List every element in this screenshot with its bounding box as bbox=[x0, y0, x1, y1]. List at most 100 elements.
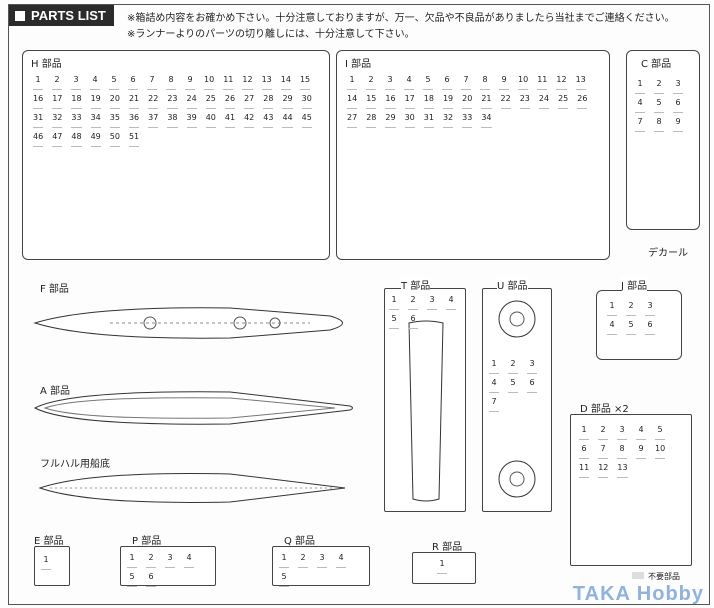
runner-t-label: T 部品 bbox=[401, 277, 431, 292]
part-number: 21 bbox=[128, 94, 140, 109]
part-number: 26 bbox=[577, 94, 588, 109]
part-number: 10 bbox=[204, 75, 215, 90]
part-number: 32 bbox=[52, 113, 63, 128]
part-number: 1 bbox=[41, 555, 51, 570]
part-number: 3 bbox=[71, 75, 81, 90]
part-number: 13 bbox=[261, 75, 272, 90]
runner-d-label: D 部品 ×2 bbox=[580, 404, 629, 415]
part-number: 22 bbox=[148, 94, 159, 109]
unused-parts-legend: 不要部品 bbox=[632, 571, 680, 582]
part-number: 7 bbox=[489, 397, 499, 412]
part-number: 3 bbox=[317, 553, 327, 568]
part-number: 44 bbox=[282, 113, 293, 128]
part-number: 8 bbox=[166, 75, 176, 90]
part-number: 1 bbox=[33, 75, 43, 90]
part-number: 6 bbox=[673, 98, 683, 113]
part-number: 4 bbox=[336, 553, 346, 568]
part-number: 2 bbox=[626, 301, 636, 316]
part-number: 39 bbox=[186, 113, 197, 128]
part-number: 17 bbox=[404, 94, 415, 109]
part-number: 7 bbox=[635, 117, 645, 132]
part-number: 45 bbox=[301, 113, 312, 128]
part-number: 1 bbox=[635, 79, 645, 94]
part-number: 10 bbox=[518, 75, 529, 90]
part-number: 3 bbox=[385, 75, 395, 90]
watermark: TAKA Hobby bbox=[572, 583, 704, 605]
runner-f-label: F 部品 bbox=[40, 284, 69, 295]
part-number: 12 bbox=[598, 463, 609, 478]
runner-e-label: E 部品 bbox=[34, 536, 64, 547]
runner-u-label: U 部品 bbox=[497, 277, 528, 292]
part-number: 4 bbox=[446, 295, 456, 310]
part-number: 37 bbox=[148, 113, 159, 128]
decal-label: デカール bbox=[648, 248, 688, 259]
note-2: ※ランナーよりのパーツの切り離しには、十分注意して下さい。 bbox=[127, 29, 415, 40]
part-number: 11 bbox=[223, 75, 234, 90]
runner-r-label: R 部品 bbox=[432, 542, 463, 553]
part-number: 4 bbox=[489, 378, 499, 393]
runner-q-label: Q 部品 bbox=[284, 536, 316, 547]
part-number: 18 bbox=[423, 94, 434, 109]
part-number: 40 bbox=[205, 113, 216, 128]
part-number: 6 bbox=[645, 320, 655, 335]
runner-r: 1 bbox=[412, 552, 476, 584]
part-number: 9 bbox=[499, 75, 509, 90]
part-number: 2 bbox=[654, 79, 664, 94]
part-number: 17 bbox=[52, 94, 63, 109]
runner-i-label: I 部品 bbox=[345, 59, 372, 70]
part-number: 2 bbox=[366, 75, 376, 90]
part-number: 5 bbox=[109, 75, 119, 90]
part-number: 18 bbox=[71, 94, 82, 109]
part-number: 8 bbox=[480, 75, 490, 90]
part-number: 16 bbox=[33, 94, 44, 109]
part-number: 38 bbox=[167, 113, 178, 128]
part-number: 6 bbox=[146, 572, 156, 587]
part-number: 12 bbox=[242, 75, 253, 90]
part-number: 4 bbox=[90, 75, 100, 90]
part-number: 1 bbox=[389, 295, 399, 310]
part-number: 23 bbox=[519, 94, 530, 109]
part-number: 29 bbox=[282, 94, 293, 109]
part-number: 30 bbox=[301, 94, 312, 109]
part-number: 4 bbox=[607, 320, 617, 335]
display-base-disc bbox=[498, 300, 536, 338]
part-number: 5 bbox=[423, 75, 433, 90]
part-number: 13 bbox=[575, 75, 586, 90]
part-number: 33 bbox=[71, 113, 82, 128]
part-number: 20 bbox=[109, 94, 120, 109]
part-number: 3 bbox=[617, 425, 627, 440]
part-number: 46 bbox=[33, 132, 44, 147]
part-number: 8 bbox=[617, 444, 627, 459]
display-base-disc bbox=[498, 460, 536, 498]
part-number: 33 bbox=[462, 113, 473, 128]
part-number: 28 bbox=[263, 94, 274, 109]
part-number: 4 bbox=[635, 98, 645, 113]
border bbox=[8, 44, 710, 605]
part-number: 13 bbox=[617, 463, 628, 478]
part-number: 34 bbox=[90, 113, 101, 128]
part-number: 1 bbox=[437, 559, 447, 574]
part-number: 4 bbox=[404, 75, 414, 90]
title-text: PARTS LIST bbox=[31, 8, 106, 23]
part-number: 15 bbox=[366, 94, 377, 109]
hull-deck-f bbox=[33, 307, 343, 339]
hull-bottom bbox=[38, 473, 346, 503]
part-number: 26 bbox=[224, 94, 236, 109]
part-number: 5 bbox=[655, 425, 665, 440]
part-number: 2 bbox=[508, 359, 518, 374]
legend-text: 不要部品 bbox=[648, 572, 680, 581]
part-number: 2 bbox=[52, 75, 62, 90]
unused-swatch bbox=[632, 572, 644, 579]
part-number: 8 bbox=[654, 117, 664, 132]
part-number: 3 bbox=[645, 301, 655, 316]
part-number: 31 bbox=[423, 113, 434, 128]
part-number: 14 bbox=[347, 94, 358, 109]
part-number: 3 bbox=[427, 295, 437, 310]
hull-upper-a bbox=[33, 391, 353, 425]
part-number: 12 bbox=[556, 75, 567, 90]
